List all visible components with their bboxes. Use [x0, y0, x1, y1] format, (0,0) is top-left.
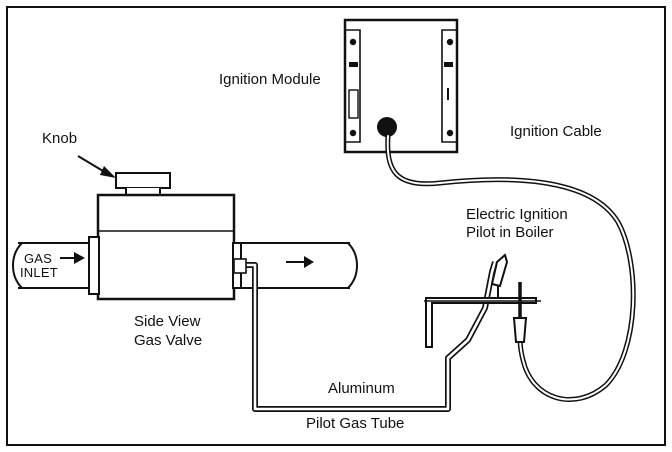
ignition-cable	[385, 133, 636, 402]
flow-arrow-icon	[286, 256, 314, 268]
gas-valve	[88, 172, 242, 301]
electric-pilot-label-line1: Electric Ignition	[466, 206, 568, 223]
side-view-label-line2: Gas Valve	[134, 332, 203, 349]
gas-inlet-label-line1: GAS	[24, 251, 53, 266]
aluminum-label: Aluminum	[328, 380, 395, 397]
knob-pointer-arrow-icon	[77, 155, 116, 178]
gas-inlet-pipe	[12, 242, 89, 289]
knob-label: Knob	[42, 130, 78, 147]
inlet-arrow-icon	[60, 252, 85, 264]
side-view-label-line1: Side View	[134, 313, 201, 330]
valve-knob	[115, 172, 171, 189]
ignition-module-label: Ignition Module	[219, 71, 321, 88]
module-connector	[377, 117, 397, 137]
diagram-border	[6, 6, 666, 446]
gas-outlet-pipe	[241, 242, 358, 289]
gas-inlet-label-line2: INLET	[20, 265, 58, 280]
pilot-gas-tube-label: Pilot Gas Tube	[306, 415, 405, 432]
electric-pilot-label-line2: Pilot in Boiler	[466, 224, 554, 241]
ignition-module	[343, 18, 459, 154]
ignition-cable-label: Ignition Cable	[510, 123, 602, 140]
electric-ignition-pilot	[424, 253, 541, 348]
